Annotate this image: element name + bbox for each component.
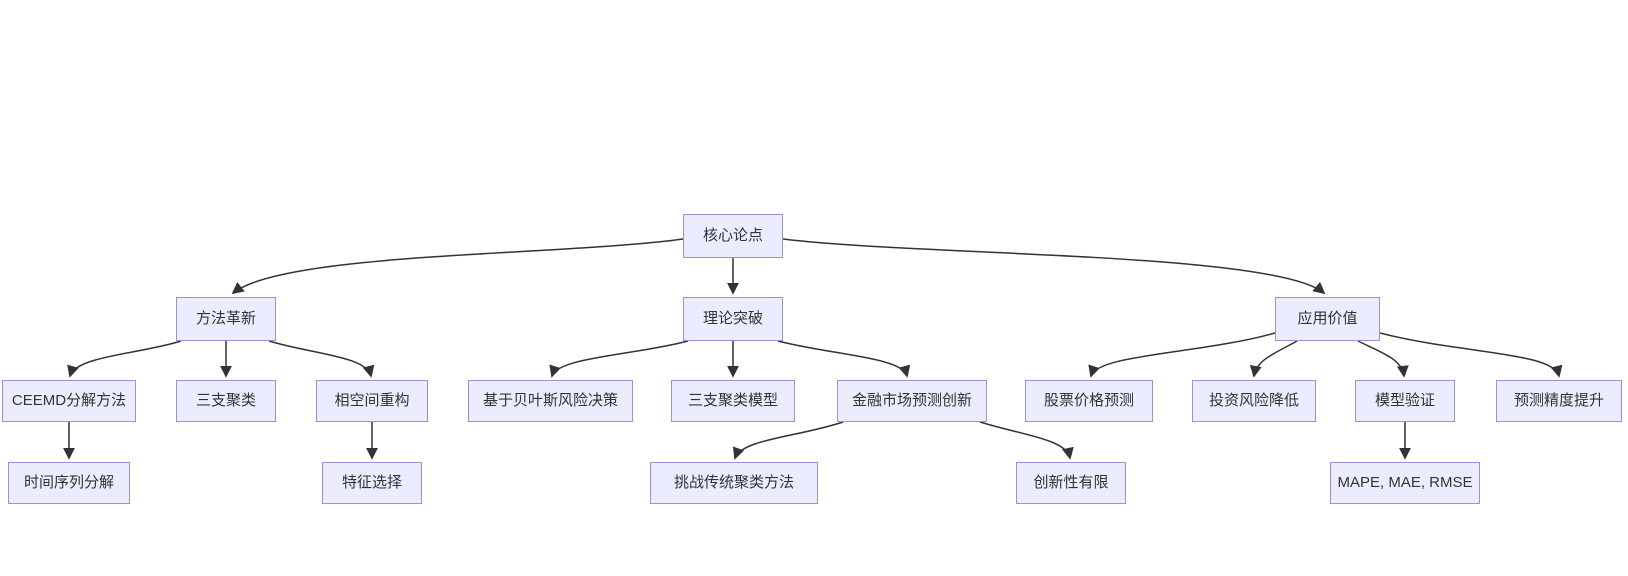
node-method-innovation: 方法革新: [176, 297, 276, 341]
node-investment-risk-reduction: 投资风险降低: [1192, 380, 1316, 422]
edge-root-method: [231, 238, 684, 295]
node-core-thesis: 核心论点: [683, 214, 783, 258]
node-application-value: 应用价值: [1275, 297, 1380, 341]
node-three-way-clustering-model: 三支聚类模型: [671, 380, 795, 422]
node-feature-selection: 特征选择: [322, 462, 422, 504]
node-phase-space-reconstruction: 相空间重构: [316, 380, 428, 422]
node-model-validation: 模型验证: [1355, 380, 1455, 422]
node-bayesian-risk-decision: 基于贝叶斯风险决策: [468, 380, 633, 422]
node-limited-innovation: 创新性有限: [1016, 462, 1126, 504]
edge-theory-finance-innovation: [777, 340, 911, 378]
node-error-metrics: MAPE, MAE, RMSE: [1330, 462, 1480, 504]
edge-application-accuracy: [1379, 332, 1563, 378]
edge-finance-innovation-challenge: [732, 421, 844, 460]
edge-method-phase-space: [268, 340, 375, 378]
edge-application-validation: [1357, 340, 1409, 378]
node-challenge-traditional-clustering: 挑战传统聚类方法: [650, 462, 818, 504]
edge-finance-innovation-limited: [979, 421, 1074, 460]
node-prediction-accuracy-improvement: 预测精度提升: [1496, 380, 1622, 422]
node-theory-breakthrough: 理论突破: [683, 297, 783, 341]
node-financial-market-forecast-innovation: 金融市场预测创新: [837, 380, 987, 422]
node-ceemd-decomposition: CEEMD分解方法: [2, 380, 136, 422]
edge-root-application: [782, 238, 1326, 295]
node-stock-price-prediction: 股票价格预测: [1025, 380, 1153, 422]
node-three-way-clustering: 三支聚类: [176, 380, 276, 422]
edge-application-risk: [1249, 340, 1298, 378]
node-time-series-decomposition: 时间序列分解: [8, 462, 130, 504]
edge-theory-bayes: [549, 340, 689, 378]
edge-method-ceemd: [67, 340, 182, 378]
edge-application-stock: [1088, 332, 1276, 378]
